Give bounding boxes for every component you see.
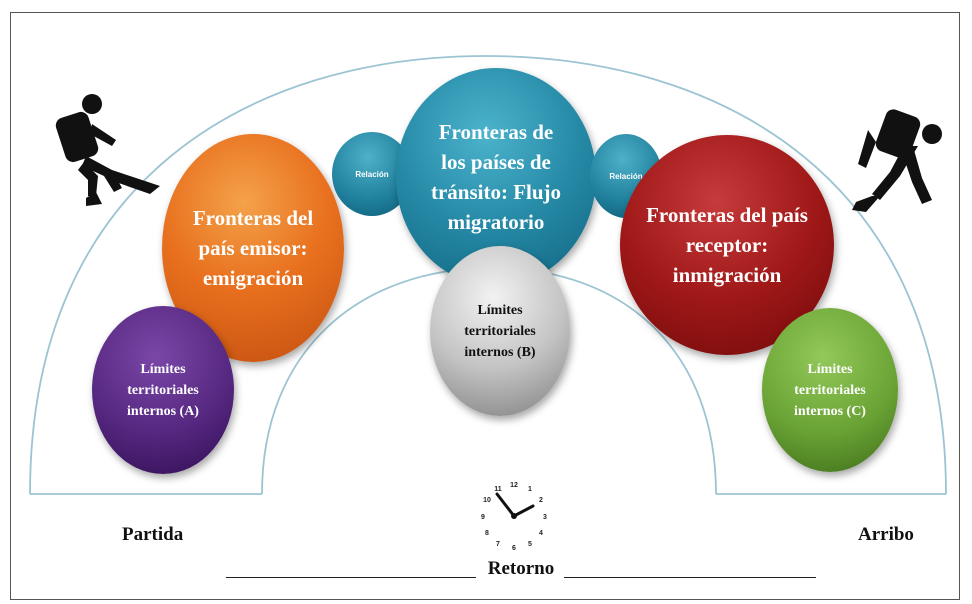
origin-country-bubble: Fronteras del país emisor: emigración [162, 134, 344, 362]
internal-limits-c-bubble: Límites territoriales internos (C) [762, 308, 898, 472]
svg-text:3: 3 [543, 514, 547, 521]
svg-text:9: 9 [481, 514, 485, 521]
internal-limits-a-bubble: Límites territoriales internos (A) [92, 306, 234, 474]
internal-limits-b-label: Límites territoriales internos (B) [464, 302, 536, 360]
svg-text:8: 8 [485, 530, 489, 537]
svg-text:1: 1 [528, 486, 532, 493]
transit-countries-label: Fronteras de los países de tránsito: Flu… [430, 120, 562, 234]
relation-right-label: Relación [609, 171, 643, 181]
svg-text:6: 6 [512, 545, 516, 552]
relation-left-label: Relación [355, 169, 389, 179]
return-label: Retorno [487, 558, 555, 579]
departure-label: Partida [122, 524, 184, 545]
return-line-left [226, 577, 476, 578]
right-backpacker-icon [852, 109, 942, 212]
origin-country-label: Fronteras del país emisor: emigración [192, 206, 314, 290]
arrival-label: Arribo [858, 524, 914, 545]
svg-text:5: 5 [528, 541, 532, 548]
left-backpacker-icon [55, 94, 160, 206]
internal-limits-b-bubble: Límites territoriales internos (B) [430, 246, 570, 416]
internal-limits-c-label: Límites territoriales internos (C) [794, 361, 866, 419]
return-row: Retorno [226, 558, 816, 588]
internal-limits-a-label: Límites territoriales internos (A) [127, 361, 199, 419]
svg-text:4: 4 [539, 530, 543, 537]
outer-arc [29, 55, 947, 495]
clock-icon: 12 1 2 3 4 5 6 7 8 9 10 11 [478, 480, 550, 552]
svg-text:11: 11 [494, 486, 502, 493]
return-line-right [564, 577, 816, 578]
svg-text:2: 2 [539, 497, 543, 504]
svg-text:7: 7 [496, 541, 500, 548]
svg-text:10: 10 [483, 497, 491, 504]
svg-text:12: 12 [510, 482, 518, 489]
destination-country-label: Fronteras del país receptor: inmigración [646, 203, 808, 287]
